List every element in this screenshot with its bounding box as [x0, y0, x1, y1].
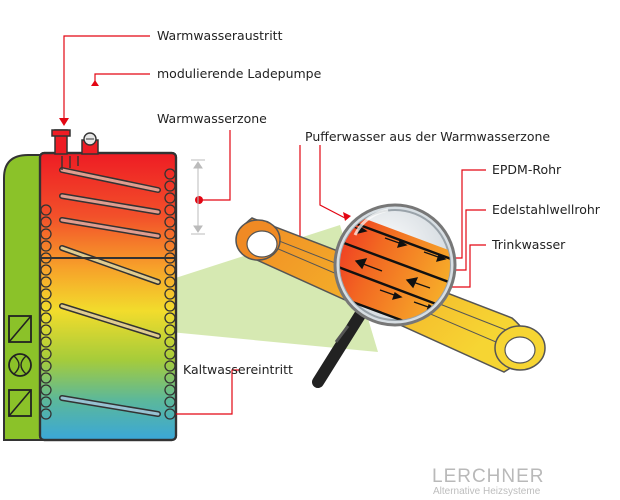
label-drinking-water: Trinkwasser [491, 237, 566, 252]
brand-logo: LERCHNER Alternative Heizsysteme [432, 466, 545, 497]
label-coldwater-inlet: Kaltwassereintritt [183, 362, 293, 377]
brand-tagline: Alternative Heizsysteme [433, 486, 541, 497]
magnifier-handle [312, 309, 366, 388]
label-stainless-pipe: Edelstahlwellrohr [492, 202, 601, 217]
label-warmwater-outlet: Warmwasseraustritt [157, 28, 283, 43]
label-warmwater-zone: Warmwasserzone [157, 111, 267, 126]
label-epdm-pipe: EPDM-Rohr [492, 162, 562, 177]
label-buffer-water: Pufferwasser aus der Warmwasserzone [305, 129, 550, 144]
pump-icon [8, 353, 32, 377]
outlet-arrow [59, 118, 69, 126]
storage-tank [38, 151, 178, 442]
label-modulating-pump: modulierende Ladepumpe [157, 66, 322, 81]
magnifier-lens [333, 203, 457, 327]
pump-arrow [91, 80, 99, 86]
zone-range-marker [191, 159, 205, 235]
brand-name: LERCHNER [432, 466, 545, 487]
